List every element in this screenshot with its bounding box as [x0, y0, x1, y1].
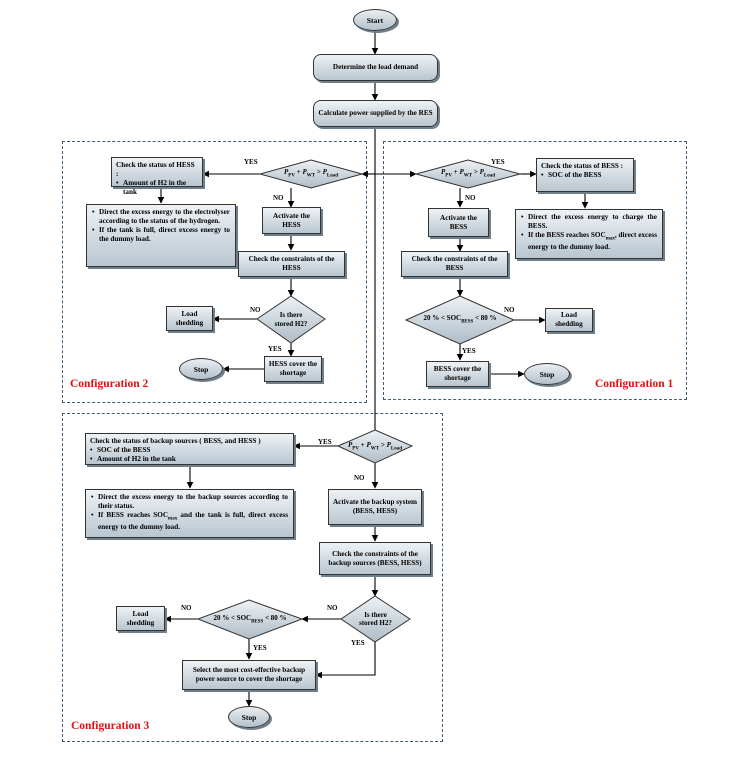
c2-direct-excess-box: Direct the excess energy to the electrol… — [86, 204, 236, 267]
c2-load-shedding-box: Load shedding — [166, 306, 213, 331]
configuration-3-label: Configuration 3 — [71, 720, 150, 732]
c3-soc-label: 20 % < SOCBESS < 80 % — [213, 613, 287, 625]
start-terminal: Start — [353, 9, 397, 31]
c3-h2-yes-arrow — [315, 642, 376, 679]
c1-check-bess-status-box: Check the status of BESS : SOC of the BE… — [536, 158, 634, 192]
configuration-2-label: Configuration 2 — [70, 378, 149, 390]
c2-stored-h2-diamond — [256, 295, 326, 344]
c2-no-label: NO — [273, 194, 284, 202]
c2-activate-hess-box: Activate the HESS — [262, 207, 321, 234]
c2-hess-cover-box: HESS cover the shortage — [264, 356, 322, 382]
c3-h2-yes-label: YES — [351, 639, 365, 647]
c1-soc-yes-label: YES — [462, 347, 476, 355]
c1-activate-bess-box: Activate the BESS — [428, 208, 489, 237]
c3-soc-yes-label: YES — [253, 644, 267, 652]
c3-status-item: Amount of H2 in the tank — [90, 455, 176, 464]
c3-check-backup-status-box: Check the status of backup sources ( BES… — [85, 433, 294, 465]
c3-h2-no-label: NO — [327, 604, 338, 612]
c3-status-item: SOC of the BESS — [90, 446, 176, 455]
c1-power-condition-label: PPV + PWT > PLoad — [441, 168, 495, 179]
c3-stored-h2-label: Is there stored H2? — [359, 610, 392, 627]
c1-load-shedding-box: Load shedding — [545, 308, 593, 332]
c1-direct-item: Direct the excess energy to charge the B… — [521, 213, 657, 231]
c1-check-constraints-box: Check the constraints of the BESS — [401, 251, 508, 277]
c3-soc-no-label: NO — [181, 604, 192, 612]
c3-activate-backup-box: Activate the backup system (BESS, HESS) — [328, 489, 422, 525]
c1-power-condition-diamond — [414, 159, 522, 189]
c2-power-condition-label: PPV + PWT > PLoad — [284, 168, 338, 179]
c3-no-label: NO — [354, 474, 365, 482]
c2-check-hess-status-box: Check the status of HESS : Amount of H2 … — [111, 157, 203, 196]
c3-stop-terminal: Stop — [228, 706, 270, 728]
c2-h2-yes-label: YES — [268, 345, 282, 353]
c2-yes-label: YES — [244, 158, 258, 166]
c1-yes-label: YES — [491, 158, 505, 166]
determine-load-demand-box: Determine the load demand — [313, 54, 438, 81]
c3-check-constraints-box: Check the constraints of the backup sour… — [319, 542, 431, 575]
c3-soc-diamond — [196, 599, 304, 640]
c3-status-title: Check the status of backup sources ( BES… — [90, 437, 261, 445]
c2-stop-terminal: Stop — [179, 358, 223, 380]
c3-power-condition-diamond — [336, 429, 414, 464]
c2-check-constraints-box: Check the constraints of the HESS — [238, 251, 345, 277]
c2-h2-no-label: NO — [250, 306, 261, 314]
configuration-2-container — [62, 141, 367, 403]
c1-bess-cover-box: BESS cover the shortage — [426, 361, 489, 387]
configuration-1-container — [383, 141, 687, 400]
c2-status-title: Check the status of HESS : — [116, 161, 195, 178]
c3-stored-h2-diamond — [340, 595, 411, 643]
c3-yes-label: YES — [318, 438, 332, 446]
c1-direct-excess-box: Direct the excess energy to charge the B… — [515, 209, 663, 259]
c3-power-condition-label: PPV + PWT > PLoad — [348, 440, 402, 452]
c1-status-title: Check the status of BESS : — [541, 162, 624, 170]
c2-direct-item: If the tank is full, direct excess energ… — [92, 226, 230, 244]
c2-direct-item: Direct the excess energy to the electrol… — [92, 208, 230, 226]
c3-load-shedding-box: Load shedding — [116, 606, 165, 631]
c3-select-backup-box: Select the most cost-effective backup po… — [182, 660, 316, 690]
calculate-res-power-box: Calculate power supplied by the RES — [313, 100, 438, 127]
c3-direct-item: Direct the excess energy to the backup s… — [91, 493, 288, 511]
c1-soc-no-label: NO — [504, 306, 515, 314]
c2-power-condition-diamond — [258, 159, 364, 189]
c1-soc-label: 20 % < SOCBESS < 80 % — [423, 314, 497, 325]
c1-direct-item: If the BESS reaches SOCmax, direct exces… — [521, 231, 657, 252]
c2-stored-h2-label: Is there stored H2? — [274, 311, 308, 328]
c3-direct-excess-box: Direct the excess energy to the backup s… — [85, 489, 294, 538]
c1-soc-diamond — [404, 295, 516, 345]
c1-stop-terminal: Stop — [524, 363, 570, 385]
c2-status-item: Amount of H2 in the tank — [116, 179, 198, 197]
configuration-1-label: Configuration 1 — [595, 378, 674, 390]
c1-status-item: SOC of the BESS — [541, 171, 601, 180]
configuration-3-container — [62, 413, 443, 742]
c3-direct-item: If BESS reaches SOCmax and the tank is f… — [91, 511, 288, 532]
c1-no-label: NO — [465, 194, 476, 202]
